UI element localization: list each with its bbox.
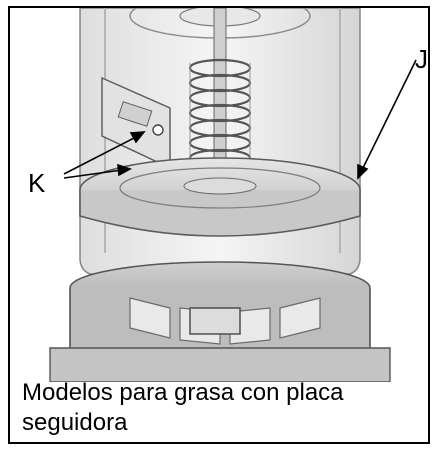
callout-label-j: J	[415, 44, 428, 74]
follower-plate	[79, 157, 361, 237]
callout-label-k: K	[28, 168, 46, 198]
base-assembly	[49, 261, 391, 382]
sensor-bracket	[101, 76, 171, 176]
center-rod	[213, 8, 227, 179]
figure-frame: J K Modelos para grasa con placa seguido…	[8, 6, 430, 444]
pump-reservoir-illustration	[49, 8, 417, 382]
figure-caption: Modelos para grasa con placa seguidora	[22, 379, 344, 436]
callout-leaders	[63, 59, 417, 180]
